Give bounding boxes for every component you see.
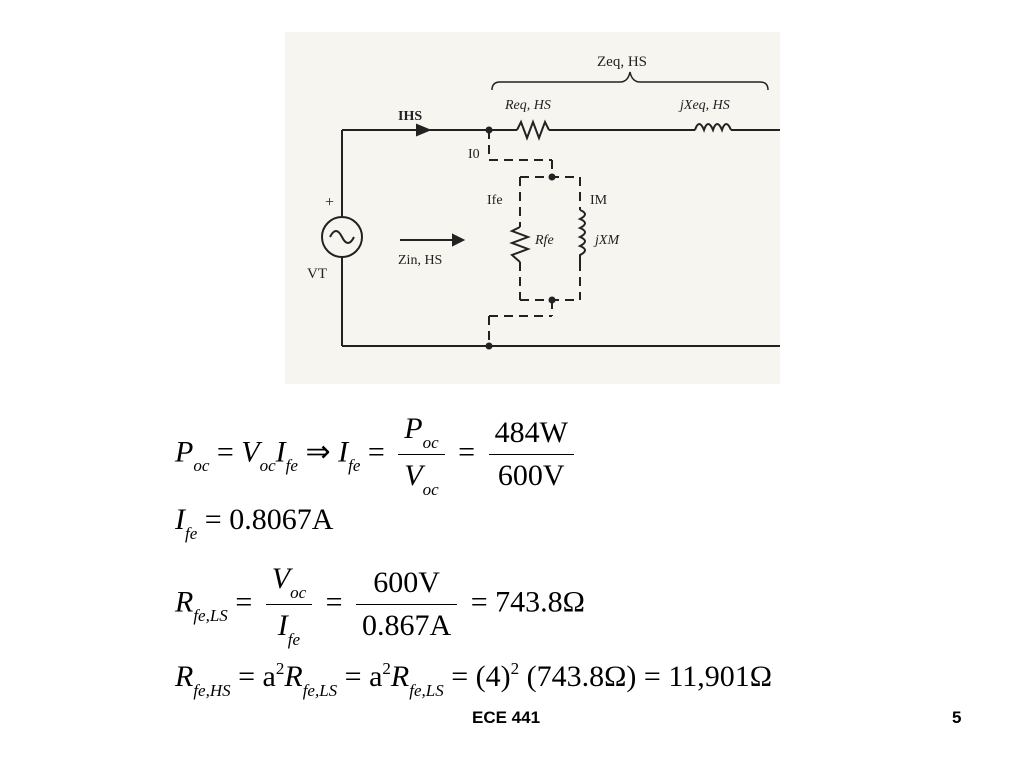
- zeq-label: Zeq, HS: [597, 54, 647, 70]
- zin-label: Zin, HS: [398, 253, 442, 268]
- ife-label: Ife: [487, 193, 503, 208]
- equation-rfe-hs: Rfe,HS = a2Rfe,LS = a2Rfe,LS = (4)2 (743…: [175, 659, 773, 700]
- equation-ife: Ife = 0.8067A: [175, 503, 334, 543]
- footer-page-number: 5: [952, 708, 962, 727]
- i0-label: I0: [468, 147, 480, 162]
- rfe-label: Rfe: [534, 233, 554, 248]
- vt-label: VT: [307, 266, 327, 282]
- req-label: Req, HS: [504, 98, 551, 113]
- im-label: IM: [590, 193, 608, 208]
- fraction-484-600: 484W 600V: [488, 414, 574, 495]
- fraction-voc-ife: Voc Ife: [265, 560, 313, 649]
- circuit-diagram: Zeq, HS Req, HS jXeq, HS IHS I0 Ife IM R…: [285, 32, 780, 384]
- jxm-label: jXM: [593, 233, 620, 248]
- equation-rfe-ls: Rfe,LS = Voc Ife = 600V 0.867A = 743.8Ω: [175, 560, 585, 649]
- fraction-600-0867: 600V 0.867A: [356, 564, 458, 645]
- footer-course: ECE 441: [472, 708, 541, 727]
- fraction-poc-voc: Poc Voc: [398, 410, 445, 499]
- jxeq-label: jXeq, HS: [678, 98, 730, 113]
- circuit-schematic: Zeq, HS Req, HS jXeq, HS IHS I0 Ife IM R…: [307, 54, 780, 350]
- equation-power: Poc = VocIfe ⇒ Ife = Poc Voc = 484W 600V: [175, 410, 580, 499]
- ihs-label: IHS: [398, 109, 422, 124]
- plus-sign: +: [325, 194, 334, 211]
